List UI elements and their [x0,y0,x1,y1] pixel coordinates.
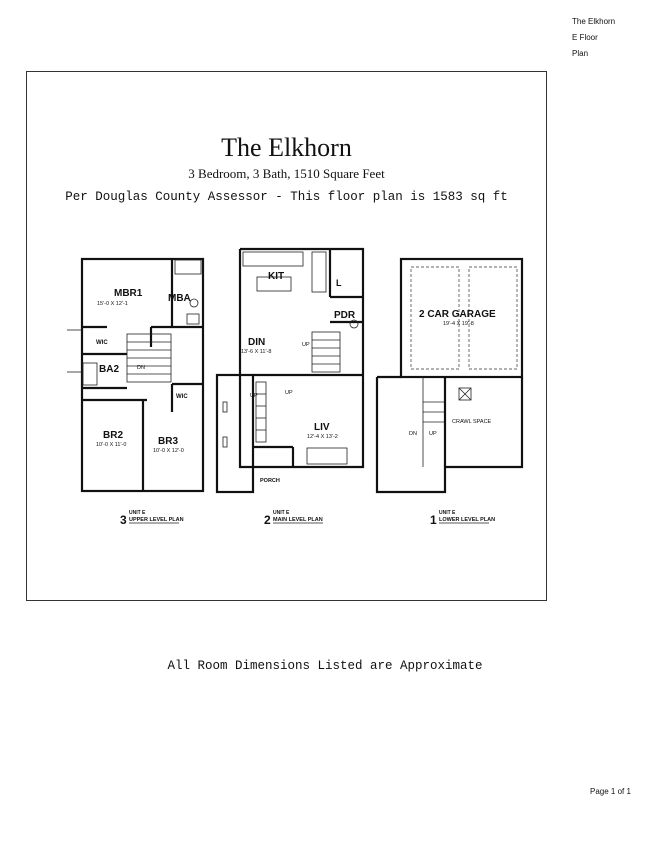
room-br3: BR3 [158,436,178,447]
room-ba2: BA2 [99,364,119,375]
main-outer-wall [240,247,365,377]
lower-up-label: UP [429,431,437,437]
main-unit-label: UNIT E [273,510,290,516]
garage-wall [399,257,524,379]
main-up-label-1: UP [302,342,310,348]
room-din: DIN [248,337,265,348]
lower-unit-label: UNIT E [439,510,456,516]
floor-plan-frame: The Elkhorn 3 Bedroom, 3 Bath, 1510 Squa… [26,71,547,601]
room-mbr1-dim: 15'-0 X 12'-1 [97,301,128,307]
main-up-label-2: UP [285,390,293,396]
assessor-note: Per Douglas County Assessor - This floor… [65,190,508,204]
main-up-label-3: UP [250,393,258,399]
dimensions-footnote: All Room Dimensions Listed are Approxima… [167,659,483,673]
lower-level-label: LOWER LEVEL PLAN [439,517,495,523]
upper-dn-label: DN [137,365,145,371]
main-level-label: MAIN LEVEL PLAN [273,517,323,523]
upper-level-plan: MBR1 15'-0 X 12'-1 MBA WIC BA2 DN WIC BR… [67,257,205,527]
lower-dn-label: DN [409,431,417,437]
room-kit: KIT [268,271,284,282]
room-liv-dim: 12'-4 X 13'-2 [307,434,338,440]
upper-level-number: 3 [120,513,127,527]
room-crawl-space: CRAWL SPACE [452,419,492,425]
room-liv: LIV [314,422,330,433]
floor-plan-drawings: MBR1 15'-0 X 12'-1 MBA WIC BA2 DN WIC BR… [67,247,524,527]
room-pdr: PDR [334,310,356,321]
room-mbr1: MBR1 [114,288,143,299]
room-garage-dim: 19'-4 X 19'-8 [443,321,474,327]
plan-title: The Elkhorn [221,133,352,162]
upper-unit-label: UNIT E [129,510,146,516]
room-wic-left: WIC [96,340,108,346]
plan-subtitle: 3 Bedroom, 3 Bath, 1510 Square Feet [188,166,385,181]
room-din-dim: 13'-6 X 11'-8 [241,349,271,355]
room-br2: BR2 [103,430,123,441]
lower-level-plan: 2 CAR GARAGE 19'-4 X 19'-8 DN UP CRAWL S… [375,257,524,527]
room-garage: 2 CAR GARAGE [419,309,496,320]
header-plan-name: The Elkhorn [572,17,616,26]
main-level-number: 2 [264,513,271,527]
room-l: L [336,278,342,288]
upper-level-label: UPPER LEVEL PLAN [129,517,184,523]
room-br2-dim: 10'-0 X 11'-0 [96,442,126,448]
main-porch-wall [215,373,255,494]
header-plan-label: E Floor Plan [572,33,598,58]
page-number: Page 1 of 1 [590,787,631,796]
room-wic-right: WIC [176,394,188,400]
room-mba: MBA [168,293,191,304]
main-level-plan: KIT L PDR DIN 13'-6 X 11'-8 UP UP UP LIV… [215,247,365,527]
room-br3-dim: 10'-0 X 12'-0 [153,448,184,454]
room-porch: PORCH [260,478,280,484]
lower-level-number: 1 [430,513,437,527]
